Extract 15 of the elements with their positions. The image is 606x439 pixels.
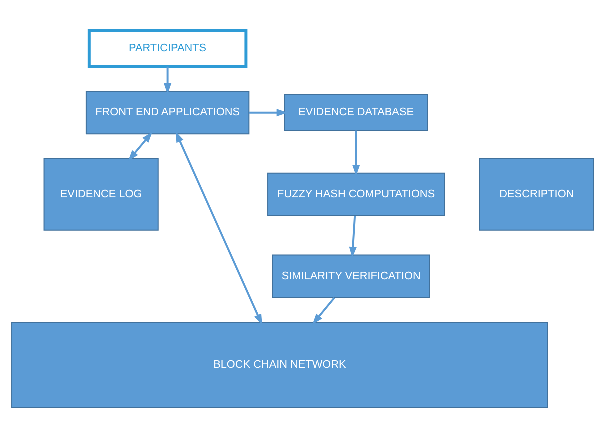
node-box: FUZZY HASH COMPUTATIONS <box>268 172 446 217</box>
arrow <box>349 216 357 258</box>
arrow <box>352 130 360 176</box>
arrow <box>249 109 288 117</box>
arrow <box>176 132 262 326</box>
arrow <box>164 66 172 94</box>
node-box: PARTICIPANTS <box>88 29 248 68</box>
node-box: SIMILARITY VERIFICATION <box>272 254 430 298</box>
node-box: BLOCK CHAIN NETWORK <box>12 322 548 409</box>
node-box: EVIDENCE DATABASE <box>284 94 428 132</box>
node-box: DESCRIPTION <box>479 158 594 231</box>
node-box: FRONT END APPLICATIONS <box>86 91 250 135</box>
arrow <box>128 132 153 162</box>
arrow <box>312 298 336 325</box>
node-box: EVIDENCE LOG <box>44 158 159 231</box>
